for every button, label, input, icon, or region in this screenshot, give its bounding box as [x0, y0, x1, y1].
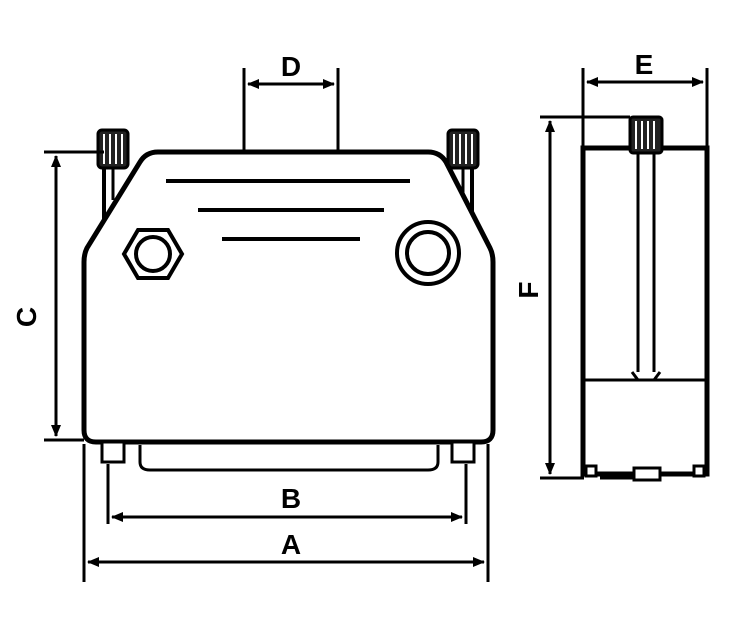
dimension-label-f: F: [513, 281, 544, 298]
dimension-d: D: [242, 51, 340, 150]
dimension-f: F: [513, 115, 630, 480]
dimension-label-a: A: [281, 529, 301, 560]
side-jackscrew: [628, 115, 664, 382]
side-view: [580, 115, 710, 482]
dimension-label-b: B: [281, 483, 301, 514]
dimension-label-c: C: [11, 307, 42, 327]
dimension-a: A: [82, 444, 490, 582]
dimension-label-e: E: [635, 49, 654, 80]
round-boss: [395, 220, 461, 286]
hex-nut: [121, 228, 185, 280]
dimension-e: E: [581, 49, 709, 146]
hood-body: [81, 149, 496, 445]
dimension-label-d: D: [281, 51, 301, 82]
left-foot: [100, 440, 126, 464]
left-jackscrew: [96, 128, 130, 230]
right-jackscrew: [446, 128, 480, 230]
side-foot-right: [692, 464, 706, 478]
connector-shell: [138, 445, 440, 472]
dimension-b: B: [106, 464, 468, 524]
side-body: [580, 145, 710, 477]
side-foot-left: [584, 464, 598, 478]
front-view: [81, 128, 496, 472]
dimension-c: C: [11, 150, 104, 442]
right-foot: [450, 440, 476, 464]
side-pin-box: [632, 466, 662, 482]
